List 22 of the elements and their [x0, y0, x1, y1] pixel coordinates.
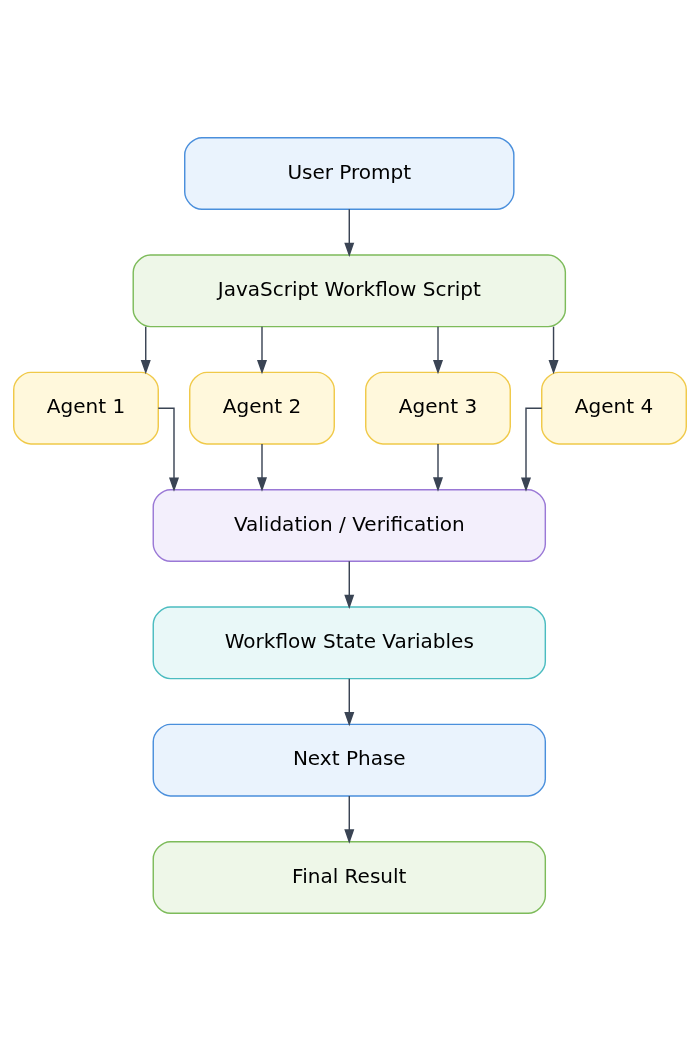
arrow [344, 208, 355, 257]
node-box: Validation / Verification [152, 488, 547, 562]
arrow [257, 442, 267, 492]
arrow [344, 677, 355, 726]
arrow [521, 406, 543, 492]
arrow [433, 442, 443, 492]
arrow [548, 325, 559, 374]
arrow [344, 794, 355, 844]
node-box: Agent 2 [189, 371, 335, 445]
node-box: Agent 1 [13, 371, 159, 445]
arrow [344, 560, 355, 609]
node-box: Agent 3 [365, 371, 511, 445]
node-box: Next Phase [152, 723, 547, 797]
node-box: User Prompt [184, 136, 515, 210]
arrow [140, 325, 151, 374]
node-box: JavaScript Workflow Script [132, 253, 567, 327]
arrow [433, 325, 443, 374]
node-box: Agent 4 [541, 371, 687, 445]
node-box: Workflow State Variables [152, 605, 547, 679]
node-box: Final Result [152, 840, 547, 914]
arrow [257, 325, 267, 374]
arrow [157, 406, 179, 492]
